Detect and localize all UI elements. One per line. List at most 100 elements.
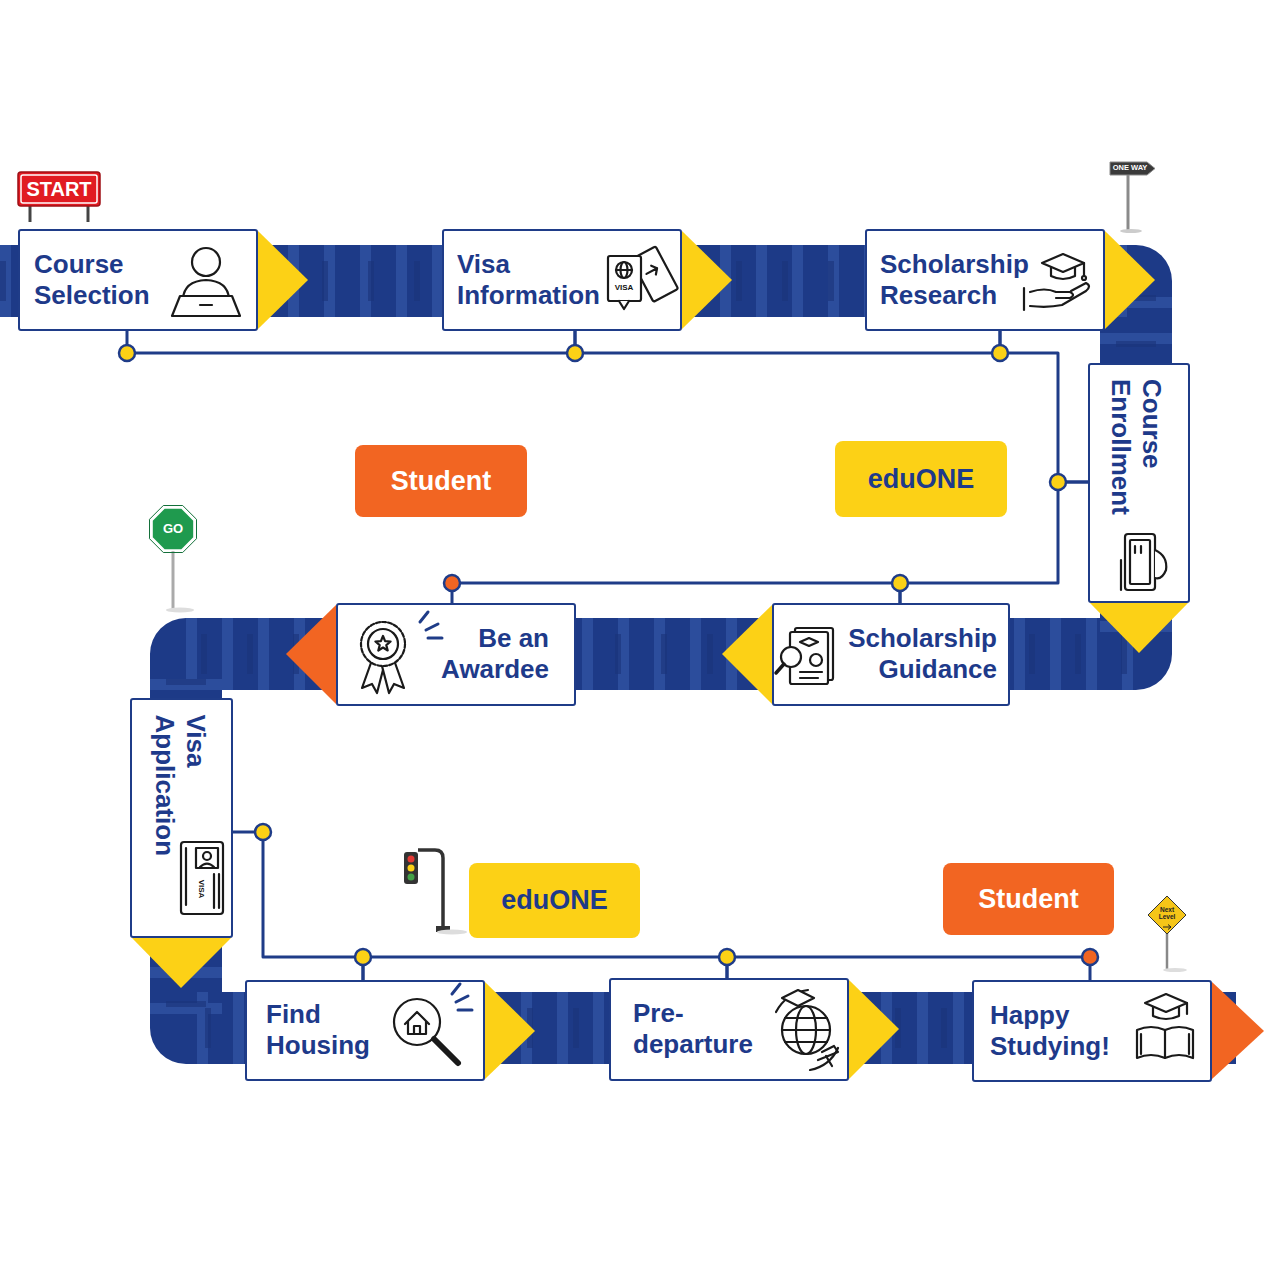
visa-passport-icon (619, 301, 629, 309)
connector-dot (119, 345, 1098, 965)
connector-line (233, 832, 363, 980)
scholarship-document-icon (776, 628, 833, 684)
book-cap-icon (1137, 994, 1193, 1058)
next-level-sign (1148, 896, 1186, 934)
final-arrow (286, 605, 336, 704)
visa-passport-icon (608, 246, 678, 309)
connector-line (900, 482, 1088, 603)
enrollment-form-icon (1155, 550, 1166, 578)
road-band (0, 281, 1236, 1028)
visa-card-icon (181, 842, 223, 914)
start-sign (87, 205, 90, 222)
go-sign (172, 550, 175, 610)
visa-passport-icon (644, 264, 659, 278)
scholarship-hand-icon (1042, 254, 1084, 272)
direction-arrow (1090, 603, 1188, 653)
step-box: Scholarship Research (865, 229, 1105, 331)
role-label: eduONE (868, 464, 975, 495)
sign-text: START (21, 175, 97, 203)
text-holder: Student (943, 863, 1114, 935)
road-band (0, 281, 1236, 1028)
one-way-sign (1110, 162, 1155, 175)
scholarship-hand-icon (1083, 263, 1085, 276)
book-cap-icon (1145, 994, 1187, 1012)
sign-text: GO (153, 519, 193, 539)
globe-travel-icon (818, 1046, 838, 1066)
scholarship-document-icon (800, 638, 818, 646)
sign-text: ONE WAY (1110, 162, 1150, 175)
book-cap-icon (1141, 1030, 1189, 1058)
laptop-user-icon (172, 248, 240, 316)
direction-arrow (682, 231, 732, 329)
direction-arrow (849, 980, 899, 1079)
scholarship-hand-icon (1030, 283, 1089, 307)
final-arrow (286, 605, 1264, 1079)
connector-dot (567, 345, 583, 361)
direction-arrow (132, 231, 1188, 1079)
one-way-sign (1110, 162, 1155, 233)
role-tag: eduONE (469, 863, 640, 938)
direction-arrow (722, 605, 772, 704)
scholarship-document-icon (810, 654, 822, 666)
role-label: Student (391, 466, 492, 497)
connector-dot (255, 824, 271, 840)
connector-dot (1050, 474, 1066, 490)
go-sign (150, 506, 197, 613)
connector-dot (719, 949, 735, 965)
scholarship-hand-icon (1051, 267, 1075, 279)
next-level-sign (1163, 925, 1171, 930)
start-sign (18, 172, 100, 222)
house-search-icon (394, 984, 472, 1063)
step-title: Course Enrollment (1105, 379, 1167, 539)
visa-card-icon (203, 852, 211, 860)
text-holder: eduONE (835, 441, 1007, 517)
book-cap-icon (1137, 1027, 1193, 1058)
next-level-sign (1148, 896, 1187, 972)
text-holder: Student (355, 445, 527, 517)
direction-arrow (1105, 231, 1155, 329)
one-way-sign (1120, 229, 1142, 233)
traffic-light (404, 850, 467, 935)
go-sign (166, 608, 194, 613)
direction-arrow (132, 938, 231, 988)
traffic-light (408, 865, 415, 872)
laptop-user-icon (200, 304, 212, 306)
laptop-user-icon (192, 248, 220, 276)
laptop-user-icon (172, 296, 240, 316)
connector-line (452, 583, 900, 603)
next-level-sign (1166, 932, 1169, 970)
traffic-light (408, 856, 415, 863)
decoration (172, 246, 1193, 1070)
award-badge-icon (361, 612, 442, 693)
house-search-icon (405, 1012, 429, 1034)
traffic-light (437, 930, 467, 935)
go-sign (150, 506, 197, 553)
enrollment-form-icon (1121, 534, 1166, 590)
scholarship-hand-icon (1030, 290, 1073, 299)
award-badge-icon (420, 612, 442, 638)
globe-travel-icon (776, 990, 838, 1070)
step-title: Happy Studying! (990, 1000, 1130, 1062)
road-band (0, 281, 1236, 1028)
step-title: Find Housing (266, 999, 386, 1061)
enrollment-form-icon (1120, 560, 1122, 590)
direction-arrow (258, 231, 308, 329)
step-title: Course Selection (34, 249, 174, 311)
scholarship-document-icon (776, 664, 784, 673)
connector-line (575, 331, 1000, 353)
award-badge-icon (361, 622, 405, 666)
step-title: Scholarship Guidance (832, 623, 997, 685)
globe-travel-icon (782, 1018, 830, 1042)
enrollment-form-icon (1125, 534, 1155, 590)
traffic-light (408, 874, 415, 881)
role-label: Student (978, 884, 1079, 915)
start-sign (18, 172, 100, 206)
connector-dot (355, 949, 371, 965)
text-holder: Find Housing (247, 982, 482, 1078)
enrollment-form-icon (1130, 540, 1150, 584)
go-sign (152, 508, 194, 550)
visa-passport-icon (616, 262, 632, 278)
globe-travel-icon (782, 1006, 830, 1054)
